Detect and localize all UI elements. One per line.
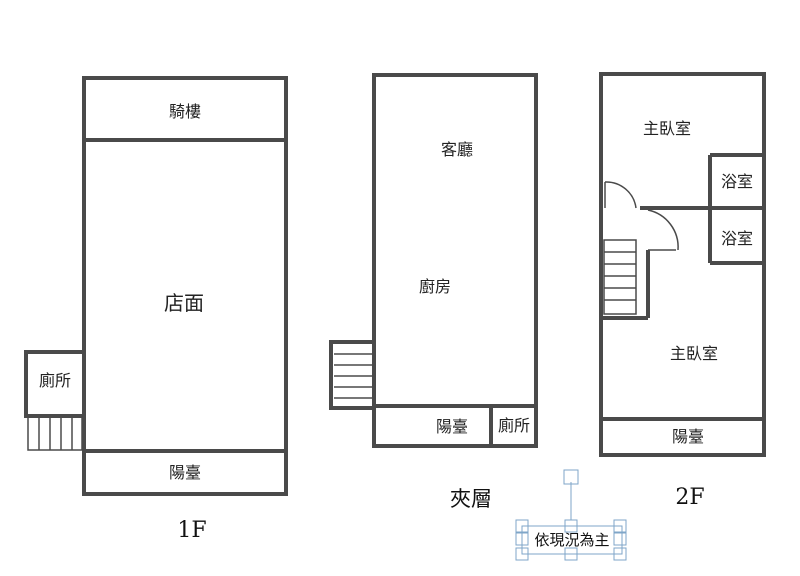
resize-handle-t[interactable] xyxy=(564,519,578,533)
mezz-kitchen-label: 廚房 xyxy=(419,277,451,296)
f2-stairs xyxy=(603,239,637,315)
resize-handle-b[interactable] xyxy=(564,547,578,561)
f2-door-upper xyxy=(604,181,637,209)
note-selection-box xyxy=(521,525,623,555)
floor-1f: 騎樓 店面 廁所 陽臺 1F xyxy=(24,76,288,543)
mezz-floor-label: 夾層 xyxy=(450,487,492,511)
f2-bath-1-label: 浴室 xyxy=(721,172,753,191)
resize-handle-l[interactable] xyxy=(515,532,529,546)
f2-door-lower xyxy=(647,209,679,251)
mezz-balcony-label: 陽臺 xyxy=(436,417,468,436)
f2-master-top-label: 主臥室 xyxy=(643,119,691,138)
f1-arcade-label: 騎樓 xyxy=(169,102,201,121)
resize-handle-bl[interactable] xyxy=(515,547,529,561)
f1-shop-label: 店面 xyxy=(164,291,204,315)
note-textbox[interactable]: 依現況為主 xyxy=(515,469,627,561)
f2-master-bottom-label: 主臥室 xyxy=(670,344,718,363)
mezz-living-label: 客廳 xyxy=(441,140,473,159)
mezz-toilet-label: 廁所 xyxy=(498,416,530,435)
f1-stairs xyxy=(27,415,83,451)
f2-bath-2-label: 浴室 xyxy=(721,229,753,248)
resize-handle-r[interactable] xyxy=(613,532,627,546)
floor-2f: 主臥室 浴室 浴室 主臥室 陽臺 2F xyxy=(599,72,766,510)
f1-outline xyxy=(82,76,288,496)
resize-handle-tl[interactable] xyxy=(515,519,529,533)
floor-mezzanine: 客廳 廚房 陽臺 廁所 夾層 xyxy=(329,73,538,511)
note-text: 依現況為主 xyxy=(534,531,609,549)
f1-toilet-label: 廁所 xyxy=(39,371,71,390)
resize-handle-tr[interactable] xyxy=(613,519,627,533)
f1-floor-label: 1F xyxy=(177,518,206,543)
f1-balcony-label: 陽臺 xyxy=(169,463,201,482)
f2-balcony-label: 陽臺 xyxy=(672,427,704,446)
mezz-outline xyxy=(372,73,538,448)
f2-floor-label: 2F xyxy=(675,485,704,510)
mezz-stairs xyxy=(329,340,376,410)
resize-handle-br[interactable] xyxy=(613,547,627,561)
rotate-handle[interactable] xyxy=(563,469,579,485)
